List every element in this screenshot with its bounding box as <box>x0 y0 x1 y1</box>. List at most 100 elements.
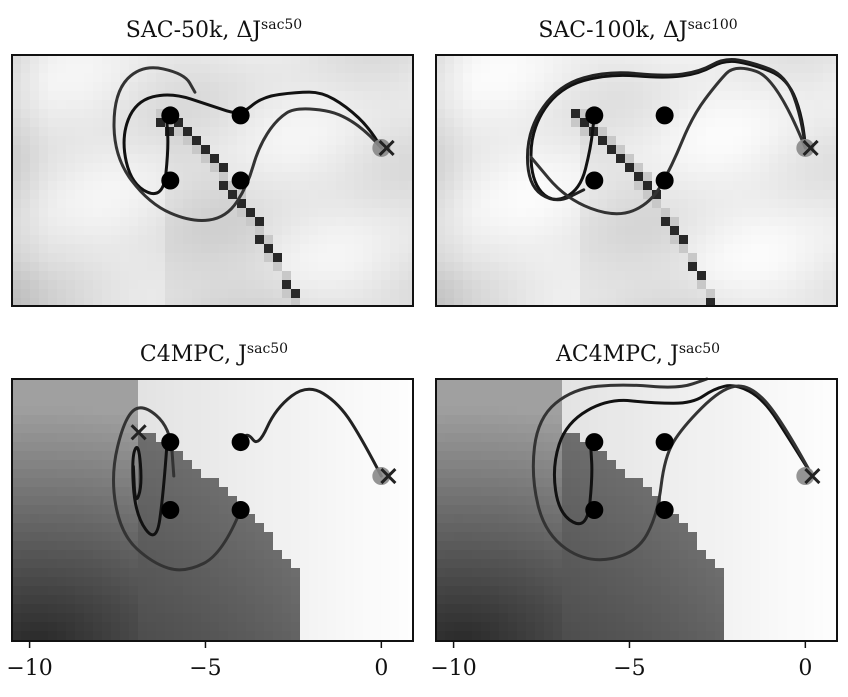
heatmap-cell <box>111 568 121 578</box>
heatmap-cell <box>102 559 112 569</box>
heatmap-cell <box>408 217 414 227</box>
heatmap-cell <box>634 253 644 263</box>
heatmap-cell <box>408 190 414 200</box>
heatmap-cell <box>138 442 148 452</box>
heatmap-cell <box>228 469 238 479</box>
heatmap-cell <box>282 154 292 164</box>
heatmap-cell <box>706 199 716 209</box>
heatmap-cell <box>363 235 373 245</box>
heatmap-cell <box>634 244 644 254</box>
heatmap-cell <box>183 622 193 632</box>
heatmap-cell <box>481 532 491 542</box>
heatmap-cell <box>490 127 500 137</box>
heatmap-cell <box>66 424 76 434</box>
heatmap-cell <box>102 622 112 632</box>
heatmap-cell <box>318 568 328 578</box>
heatmap-cell <box>21 181 31 191</box>
heatmap-cell <box>544 424 554 434</box>
heatmap-cell <box>210 172 220 182</box>
heatmap-cell <box>445 424 455 434</box>
heatmap-cell <box>445 82 455 92</box>
heatmap-cell <box>481 388 491 398</box>
heatmap-cell <box>778 271 788 281</box>
heatmap-cell <box>688 505 698 515</box>
heatmap-cell <box>832 271 838 281</box>
heatmap-cell <box>526 199 536 209</box>
heatmap-cell <box>318 64 328 74</box>
heatmap-cell <box>562 523 572 533</box>
heatmap-cell <box>634 235 644 245</box>
heatmap-cell <box>616 109 626 119</box>
heatmap-cell <box>490 109 500 119</box>
heatmap-cell <box>228 559 238 569</box>
heatmap-cell <box>165 559 175 569</box>
heatmap-cell <box>652 271 662 281</box>
heatmap-cell <box>84 469 94 479</box>
heatmap-cell <box>57 82 67 92</box>
heatmap-cell <box>354 631 364 641</box>
heatmap-cell <box>490 433 500 443</box>
heatmap-cell <box>796 244 806 254</box>
heatmap-cell <box>192 613 202 623</box>
heatmap-cell <box>93 235 103 245</box>
heatmap-cell <box>697 532 707 542</box>
heatmap-cell <box>219 460 229 470</box>
heatmap-cell <box>580 289 590 299</box>
heatmap-cell <box>21 145 31 155</box>
heatmap-cell <box>823 91 833 101</box>
heatmap-cell <box>111 199 121 209</box>
heatmap-cell <box>201 73 211 83</box>
heatmap-cell <box>318 478 328 488</box>
heatmap-cell <box>454 136 464 146</box>
panel-ac4mpc: AC4MPC, Jsac50 <box>435 341 838 642</box>
heatmap-cell <box>246 388 256 398</box>
heatmap-cell <box>796 235 806 245</box>
heatmap-cell <box>724 379 734 389</box>
heatmap-cell <box>12 451 22 461</box>
heatmap-cell <box>778 64 788 74</box>
heatmap-cell <box>571 514 581 524</box>
heatmap-cell <box>408 541 414 551</box>
heatmap-cell <box>832 586 838 596</box>
heatmap-cell <box>652 208 662 218</box>
heatmap-cell <box>571 154 581 164</box>
heatmap-cell <box>390 118 400 128</box>
heatmap-cell <box>120 613 130 623</box>
heatmap-cell <box>345 226 355 236</box>
heatmap-cell <box>228 478 238 488</box>
heatmap-cell <box>102 505 112 515</box>
heatmap-cell <box>336 217 346 227</box>
heatmap-cell <box>237 262 247 272</box>
heatmap-cell <box>102 496 112 506</box>
heatmap-cell <box>697 442 707 452</box>
heatmap-cell <box>264 532 274 542</box>
heatmap-cell <box>48 244 58 254</box>
heatmap-cell <box>778 82 788 92</box>
heatmap-cell <box>282 298 292 307</box>
heatmap-cell <box>102 487 112 497</box>
heatmap-cell <box>381 487 391 497</box>
heatmap-cell <box>508 217 518 227</box>
heatmap-cell <box>463 424 473 434</box>
heatmap-cell <box>300 91 310 101</box>
heatmap-cell <box>643 487 653 497</box>
heatmap-cell <box>643 478 653 488</box>
heatmap-cell <box>201 613 211 623</box>
heatmap-cell <box>237 226 247 236</box>
heatmap-cell <box>652 253 662 263</box>
heatmap-cell <box>571 163 581 173</box>
heatmap-cell <box>715 442 725 452</box>
heatmap-cell <box>255 73 265 83</box>
heatmap-cell <box>526 433 536 443</box>
heatmap-cell <box>12 415 22 425</box>
heatmap-cell <box>670 523 680 533</box>
heatmap-cell <box>724 532 734 542</box>
heatmap-cell <box>219 631 229 641</box>
heatmap-cell <box>679 262 689 272</box>
heatmap-cell <box>661 415 671 425</box>
heatmap-cell <box>12 73 22 83</box>
heatmap-cell <box>57 199 67 209</box>
heatmap-cell <box>823 280 833 290</box>
obstacle-marker <box>161 106 180 125</box>
heatmap-cell <box>183 568 193 578</box>
